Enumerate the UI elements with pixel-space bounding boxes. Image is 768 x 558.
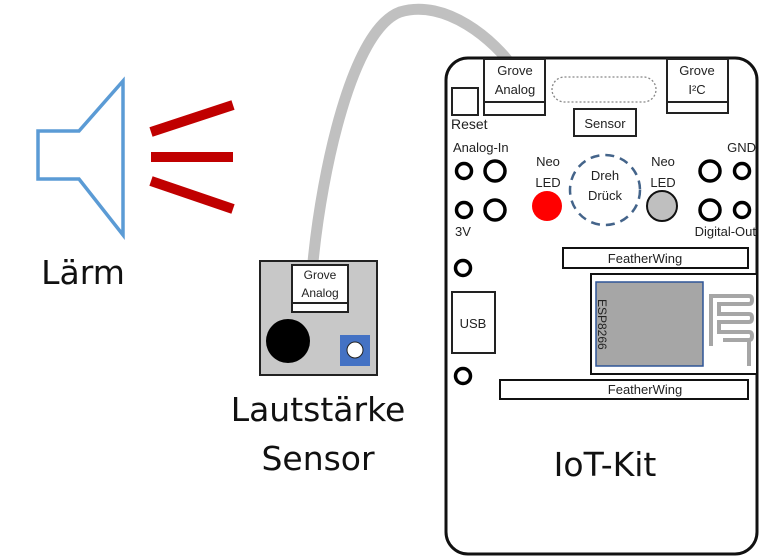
neo-led-right	[646, 190, 678, 222]
grove-cable	[307, 3, 520, 263]
iot-kit-board: Reset Grove Analog Grove I²C Sensor Anal…	[444, 56, 759, 556]
featherwing-top-label: FeatherWing	[608, 251, 682, 266]
sensor-connector-label-2: Analog	[301, 286, 338, 300]
sound-wave-top	[149, 100, 235, 137]
featherwing-header-top	[562, 247, 749, 269]
sensor-grove-connector	[291, 264, 349, 304]
pin-gnd-2	[732, 161, 752, 181]
usb-label: USB	[460, 316, 487, 331]
onboard-sensor-label: Sensor	[584, 116, 626, 131]
encoder-label-1: Dreh	[591, 168, 619, 183]
pin-gnd-1	[698, 159, 722, 183]
encoder-label-2: Drück	[588, 188, 622, 203]
mounting-hole-2	[453, 366, 473, 386]
grove-analog-label-1: Grove	[497, 63, 532, 78]
esp8266-chip	[595, 281, 704, 367]
analog-in-label: Analog-In	[453, 140, 509, 155]
grove-i2c-label-2: I²C	[688, 82, 705, 97]
onboard-sensor	[573, 108, 637, 137]
usb-port	[451, 291, 496, 354]
grove-i2c-connector	[666, 58, 729, 103]
3v-label: 3V	[455, 224, 471, 239]
grove-analog-label-2: Analog	[495, 82, 535, 97]
sound-wave-bottom	[149, 176, 235, 214]
pin-digital-out-1	[698, 198, 722, 222]
neo-led-right-label-1: Neo	[651, 154, 675, 169]
iot-kit-title: IoT-Kit	[554, 445, 657, 484]
sound-sensor-label-2: Sensor	[261, 439, 375, 478]
featherwing-bottom-label: FeatherWing	[608, 382, 682, 397]
dotted-slot	[551, 76, 657, 103]
rotary-encoder[interactable]	[568, 153, 642, 227]
speaker-icon	[36, 76, 235, 241]
featherwing-header-bottom	[499, 379, 749, 400]
reset-button[interactable]	[451, 87, 479, 116]
pin-3v-2	[483, 198, 507, 222]
microphone-icon	[266, 319, 310, 363]
sensor-connector-label-1: Grove	[304, 268, 337, 282]
speaker-label: Lärm	[41, 253, 125, 292]
grove-i2c-label-1: Grove	[679, 63, 714, 78]
antenna-icon	[709, 294, 755, 366]
neo-led-left	[532, 191, 562, 221]
neo-led-left-label-1: Neo	[536, 154, 560, 169]
digital-out-label: Digital-Out	[695, 224, 757, 239]
neo-led-left-label-2: LED	[535, 175, 560, 190]
pin-digital-out-2	[732, 200, 752, 220]
pin-3v-1	[454, 200, 474, 220]
sound-sensor-module: Grove Analog	[259, 260, 378, 376]
sound-sensor-label-1: Lautstärke	[231, 390, 406, 429]
esp8266-label: ESP8266	[595, 299, 609, 350]
neo-led-right-label-2: LED	[650, 175, 675, 190]
mounting-hole-1	[453, 258, 473, 278]
gnd-label: GND	[727, 140, 756, 155]
pin-analog-in-1	[454, 161, 474, 181]
reset-label: Reset	[451, 116, 488, 132]
pin-analog-in-2	[483, 159, 507, 183]
